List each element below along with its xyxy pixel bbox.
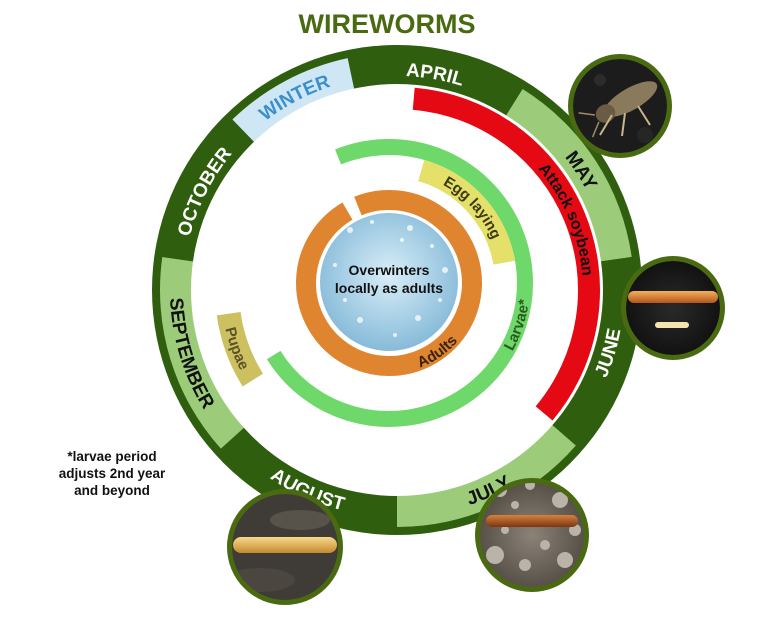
month-segment-may [505, 89, 632, 262]
center-text-line-1: Overwinters [349, 262, 430, 278]
pebble [511, 501, 519, 509]
footnote-line-2: adjusts 2nd year [58, 466, 166, 481]
snowflake-icon [357, 317, 363, 323]
adults-arc [296, 190, 482, 376]
month-segment-july [397, 424, 576, 527]
pebble [486, 546, 504, 564]
pebble [540, 540, 550, 550]
month-segment-winter [232, 58, 355, 143]
snowflake-icon [430, 244, 434, 248]
snowflake-icon [343, 298, 347, 302]
snowflake-icon [370, 220, 374, 224]
attack-soybean-arc [412, 87, 600, 421]
larvae-arc [266, 139, 533, 427]
pebble [501, 526, 509, 534]
larvae-footnote: *larvae period adjusts 2nd year and beyo… [42, 448, 182, 499]
snowflake-icon [400, 238, 404, 242]
snowflake-icon [347, 227, 353, 233]
month-segment-april [347, 53, 523, 117]
snowflake-icon [407, 225, 413, 231]
snowflake-icon [442, 267, 448, 273]
diagram-title: WIREWORMS [299, 9, 476, 39]
snowflake-icons [333, 220, 448, 337]
footnote-line-1: *larvae period [67, 449, 157, 464]
month-segment-august [220, 427, 397, 527]
month-segment-october [162, 119, 255, 262]
snowflake-icon [438, 298, 442, 302]
snowflake-icon [393, 333, 397, 337]
pebble [525, 483, 535, 490]
snowflake-icon [415, 315, 421, 321]
pebble [519, 559, 531, 571]
pebble [557, 552, 573, 568]
egg-laying-arc [417, 159, 516, 265]
center-text-line-2: locally as adults [335, 280, 443, 296]
snowflake-icon [333, 263, 337, 267]
footnote-line-3: and beyond [74, 483, 150, 498]
overwinter-center [320, 213, 458, 351]
larva-on-soil-photo [475, 478, 589, 592]
yellow-larva-photo [227, 489, 343, 605]
adult-beetle-photo [568, 54, 672, 158]
orange-larva-photo [621, 256, 725, 360]
pupae-arc [216, 311, 264, 387]
pebble [552, 492, 568, 508]
